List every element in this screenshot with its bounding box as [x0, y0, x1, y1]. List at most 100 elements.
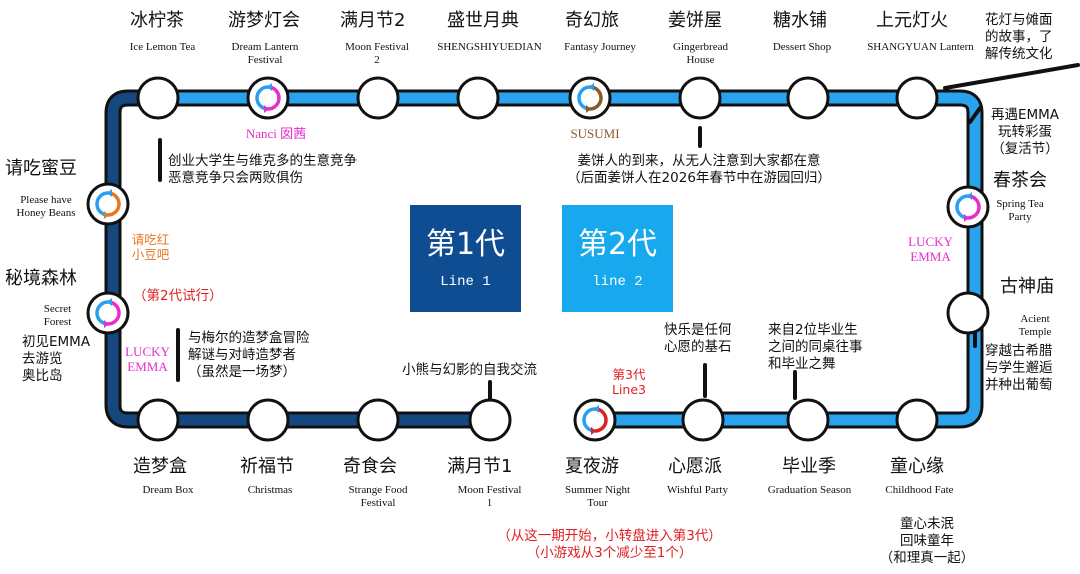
station-childhood-fate	[895, 398, 939, 442]
note-gen3-start: （从这一期开始，小转盘进入第3代） （小游戏从3个减少至1个）	[497, 528, 722, 561]
station-circle	[86, 182, 130, 226]
station-cn-shengshiyuedian: 盛世月典	[447, 10, 519, 31]
station-circle	[246, 76, 290, 120]
gen1-title: 第1代	[425, 226, 506, 262]
station-circle	[786, 76, 830, 120]
station-en-dream-box: Dream Box	[142, 484, 194, 496]
station-circle	[246, 398, 290, 442]
station-moon-festival-2	[356, 76, 400, 120]
station-circle	[786, 398, 830, 442]
station-en-childhood-fate: Childhood Fate	[885, 484, 954, 496]
note-graduates: 来自2位毕业生 之间的同桌往事 和毕业之舞	[768, 322, 863, 372]
ring-arrow-b	[107, 298, 112, 306]
station-cn-moon-festival-2: 满月节2	[340, 10, 406, 31]
line-1-track	[107, 92, 490, 426]
station-circle	[356, 398, 400, 442]
station-shangyuan-lantern	[895, 76, 939, 120]
station-dream-box	[136, 398, 180, 442]
leader-emma-again	[968, 106, 982, 124]
station-en-spring-tea-party: Spring Tea Party	[996, 198, 1044, 223]
station-circle	[946, 185, 990, 229]
tag-lucky-emma-right: LUCKY EMMA	[908, 234, 953, 264]
station-en-summer-night-tour: Summer Night Tour	[564, 484, 631, 509]
station-circle	[573, 398, 617, 442]
station-en-wishful-party: Wishful Party	[667, 484, 728, 496]
ring-arrow-a	[264, 105, 269, 113]
route-lines	[104, 89, 984, 429]
station-circle	[86, 291, 130, 335]
gen1-subtitle: Line 1	[440, 273, 491, 290]
tag-lucky-emma-left: LUCKY EMMA	[125, 344, 170, 374]
leader-lines	[158, 63, 1080, 402]
gen2-box: 第2代 line 2	[562, 205, 673, 312]
ring-arrow-a	[591, 427, 596, 435]
station-dream-lantern	[246, 76, 290, 120]
gen2-title: 第2代	[577, 226, 658, 262]
station-christmas	[246, 398, 290, 442]
station-cn-dream-lantern: 游梦灯会	[228, 10, 300, 31]
station-circle	[356, 76, 400, 120]
note-lantern-story: 花灯与傩面 的故事，了 解传统文化	[985, 12, 1053, 62]
station-en-moon-festival-2: Moon Festival 2	[345, 41, 409, 66]
station-cn-shangyuan-lantern: 上元灯火	[876, 10, 948, 31]
ring-arrow-b	[589, 83, 594, 91]
station-circle	[895, 398, 939, 442]
note-wish: 快乐是任何 心愿的基石	[664, 322, 732, 355]
ring-arrow-b	[107, 189, 112, 197]
station-wishful-party	[681, 398, 725, 442]
tag-gen3-line3: 第3代 Line3	[611, 367, 646, 397]
note-emma-again: 再遇EMMA 玩转彩蛋 （复活节）	[990, 107, 1060, 157]
station-en-honey-beans: Please have Honey Beans	[16, 194, 76, 219]
station-cn-wishful-party: 心愿派	[668, 456, 722, 477]
note-greek: 穿越古希腊 与学生邂逅 并种出葡萄	[985, 343, 1053, 393]
ring-arrow-b	[594, 405, 599, 413]
station-en-secret-forest: Secret Forest	[43, 303, 72, 328]
station-en-shengshiyuedian: SHENGSHIYUEDIAN	[437, 41, 542, 53]
station-circle	[468, 398, 512, 442]
station-cn-moon-festival-1: 满月节1	[447, 456, 513, 477]
station-circle	[136, 398, 180, 442]
note-gingerbread: 姜饼人的到来，从无人注意到大家都在意 （后面姜饼人在2026年春节中在游园回归）	[567, 153, 831, 186]
tag-nanci: Nanci 囡茜	[245, 126, 307, 141]
station-circle	[946, 291, 990, 335]
station-en-graduation-season: Graduation Season	[767, 484, 852, 496]
station-cn-gingerbread-house: 姜饼屋	[668, 10, 722, 31]
station-en-acient-temple: Acient Temple	[1018, 313, 1052, 338]
station-en-shangyuan-lantern: SHANGYUAN Lantern	[867, 41, 974, 53]
line-2-track	[155, 92, 981, 426]
station-dessert-shop	[786, 76, 830, 120]
station-honey-beans	[86, 182, 130, 226]
station-cn-acient-temple: 古神庙	[1000, 276, 1054, 297]
ring-arrow-a	[104, 320, 109, 328]
stations	[86, 76, 990, 442]
note-childhood: 童心未泯 回味童年 （和理真一起）	[879, 516, 975, 566]
station-shengshiyuedian	[456, 76, 500, 120]
station-cn-dream-box: 造梦盒	[133, 456, 187, 477]
ring-arrow-a	[586, 105, 591, 113]
station-circle	[678, 76, 722, 120]
station-en-fantasy-journey: Fantasy Journey	[564, 41, 636, 53]
station-graduation-season	[786, 398, 830, 442]
station-circle	[895, 76, 939, 120]
station-cn-spring-tea-party: 春茶会	[993, 170, 1047, 191]
station-spring-tea-party	[946, 185, 990, 229]
station-en-ice-lemon-tea: Ice Lemon Tea	[129, 41, 196, 53]
ring-arrow-b	[267, 83, 272, 91]
station-en-strange-food: Strange Food Festival	[348, 484, 408, 509]
note-dream-box: 与梅尔的造梦盒冒险 解谜与对峙造梦者 （虽然是一场梦）	[188, 330, 310, 380]
station-gingerbread-house	[678, 76, 722, 120]
station-circle	[456, 76, 500, 120]
station-en-dessert-shop: Dessert Shop	[772, 41, 832, 53]
ring-arrow-a	[104, 211, 109, 219]
station-cn-childhood-fate: 童心缘	[890, 456, 944, 477]
note-gen2-trial: （第2代试行）	[133, 288, 223, 304]
station-circle	[681, 398, 725, 442]
station-en-dream-lantern: Dream Lantern Festival	[231, 41, 299, 66]
gen1-box: 第1代 Line 1	[410, 205, 521, 312]
station-cn-strange-food: 奇食会	[343, 456, 397, 477]
tag-susumi: SUSUMI	[570, 126, 620, 141]
station-summer-night-tour	[573, 398, 617, 442]
gen2-subtitle: line 2	[592, 273, 643, 290]
